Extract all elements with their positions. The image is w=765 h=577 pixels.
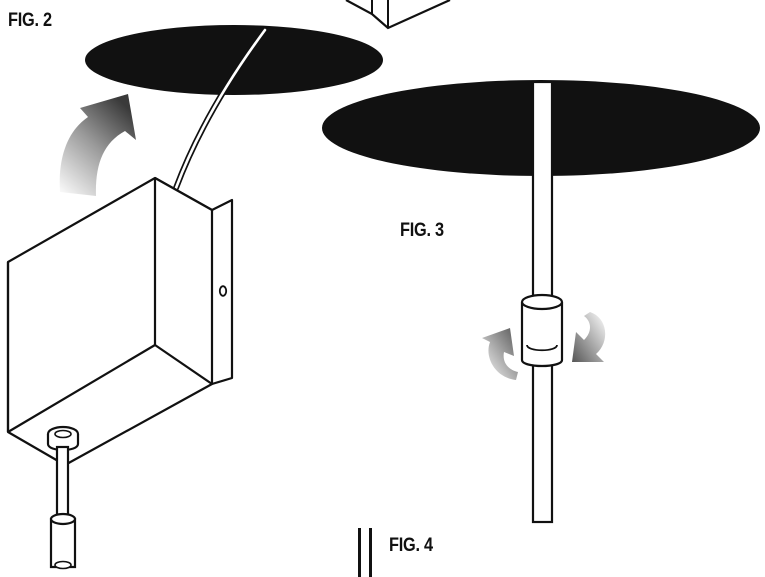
ceiling-disc-fig2 [85, 25, 383, 95]
fig2-label: FIG. 2 [8, 10, 52, 31]
pendant-stem-fig2 [55, 445, 70, 521]
rotate-right-arrow-icon [572, 312, 606, 362]
partial-box-corner [345, 0, 451, 30]
stem-coupler-fig2 [49, 512, 77, 570]
fig3-label: FIG. 3 [400, 220, 444, 241]
fig4-label: FIG. 4 [389, 535, 433, 556]
curved-up-arrow-icon [59, 94, 136, 196]
canopy-box [6, 176, 234, 467]
rotate-left-arrow-icon [482, 328, 518, 380]
fig4-stem-lines [358, 528, 372, 577]
stem-coupler-fig3 [520, 293, 564, 368]
